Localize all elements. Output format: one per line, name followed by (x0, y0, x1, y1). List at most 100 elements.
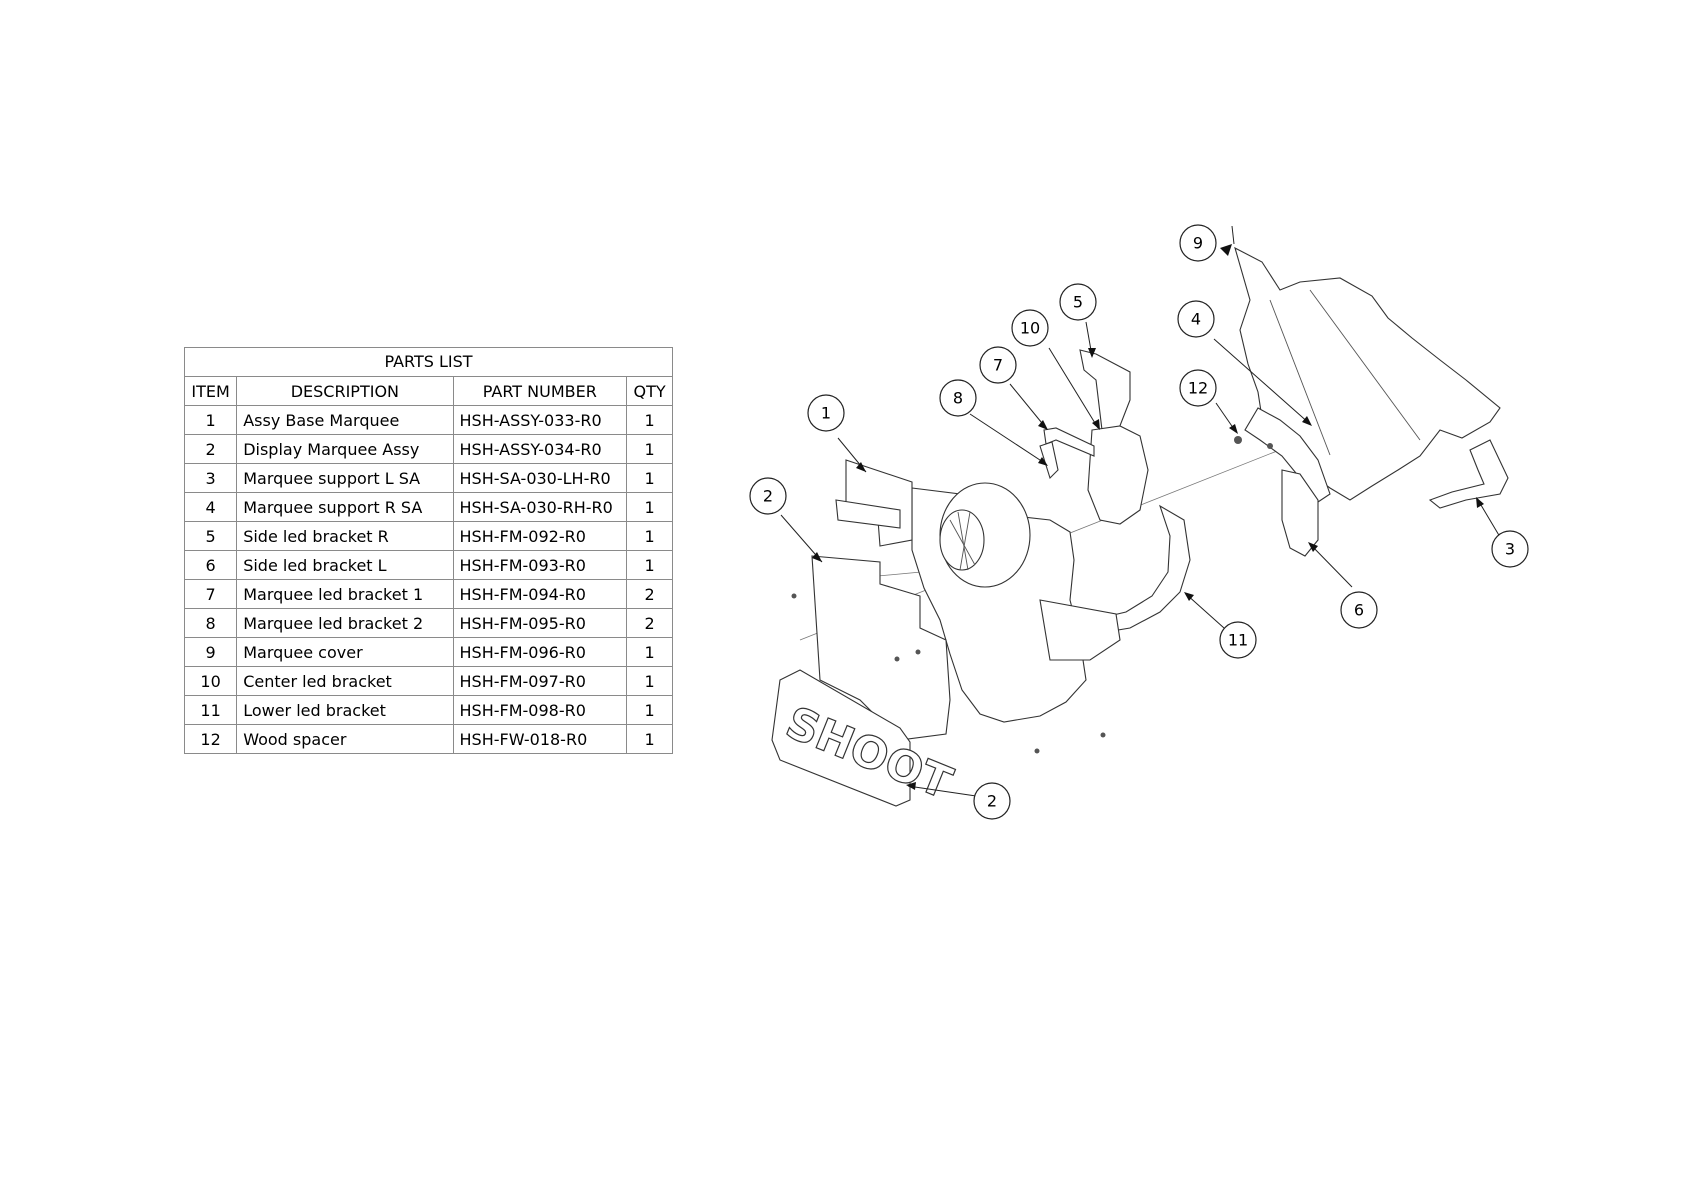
header-description: DESCRIPTION (236, 376, 454, 406)
leader-7-arrow (1038, 420, 1048, 430)
cell-qty: 1 (626, 724, 673, 754)
cell-description: Side led bracket R (236, 521, 454, 551)
leader-2-lower-arrow (906, 782, 916, 790)
balloon-item-11: 11 (1219, 621, 1257, 659)
part-10-center-led-bracket (1087, 425, 1149, 525)
leader-6-arrow (1308, 542, 1318, 552)
parts-list-header-row: ITEM DESCRIPTION PART NUMBER QTY (183, 376, 673, 406)
leader-2-upper-arrow (812, 552, 822, 562)
cell-part-number: HSH-FM-096-R0 (452, 637, 628, 667)
balloon-item-7: 7 (979, 346, 1017, 384)
balloon-item-12: 12 (1179, 369, 1217, 407)
leader-4 (1213, 338, 1311, 425)
leader-10-arrow (1092, 419, 1100, 430)
cell-item: 4 (183, 492, 238, 522)
cell-description: Marquee cover (236, 637, 454, 667)
cell-item: 1 (183, 405, 238, 435)
balloon-item-9: 9 (1179, 224, 1217, 262)
leader-lines (780, 225, 1501, 797)
leader-2-lower (907, 785, 977, 797)
cell-description: Marquee led bracket 2 (236, 608, 454, 638)
leader-8 (969, 413, 1047, 465)
balloon-item-6: 6 (1340, 591, 1378, 629)
cell-part-number: HSH-FM-097-R0 (452, 666, 628, 696)
part-2-display-marquee-front (771, 669, 911, 807)
cell-item: 5 (183, 521, 238, 551)
cell-item: 6 (183, 550, 238, 580)
cell-part-number: HSH-SA-030-LH-R0 (452, 463, 628, 493)
part-12-wood-spacer (1267, 443, 1273, 449)
leader-12-arrow (1229, 424, 1238, 434)
leader-4-arrow (1302, 416, 1312, 426)
cell-part-number: HSH-SA-030-RH-R0 (452, 492, 628, 522)
item-balloons: 1 2 3 4 5 6 7 8 9 10 11 12 2 (749, 224, 1529, 820)
screw (791, 593, 797, 599)
cell-description: Marquee support L SA (236, 463, 454, 493)
balloon-label: 2 (987, 792, 997, 811)
drawing-parts: SHOOT (771, 246, 1509, 810)
leader-11-arrow (1184, 592, 1194, 601)
cell-part-number: HSH-ASSY-033-R0 (452, 405, 628, 435)
cell-part-number: HSH-FM-098-R0 (452, 695, 628, 725)
cell-qty: 2 (626, 579, 673, 609)
screw (894, 656, 900, 662)
header-item: ITEM (183, 376, 238, 406)
cell-description: Center led bracket (236, 666, 454, 696)
balloon-item-2-lower: 2 (973, 782, 1011, 820)
leader-2-upper (780, 514, 823, 563)
header-part-number: PART NUMBER (452, 376, 628, 406)
leader-7 (1009, 383, 1047, 429)
part-12-wood-spacer (1234, 436, 1242, 444)
cell-item: 8 (183, 608, 238, 638)
cell-item: 2 (183, 434, 238, 464)
leader-11 (1185, 593, 1225, 629)
balloon-label: 11 (1228, 631, 1248, 650)
part-2-display-marquee-back (811, 555, 951, 741)
balloon-item-5: 5 (1059, 283, 1097, 321)
balloon-label: 3 (1505, 540, 1515, 559)
screw (915, 649, 921, 655)
leader-1-arrow (856, 462, 866, 472)
balloon-label: 12 (1188, 379, 1208, 398)
cell-description: Lower led bracket (236, 695, 454, 725)
part-8-marquee-led-bracket-2 (1039, 441, 1059, 480)
cell-qty: 1 (626, 521, 673, 551)
leader-10 (1048, 347, 1099, 429)
part-5-side-led-bracket-r (1079, 349, 1131, 437)
part-9-edge-line (1309, 289, 1421, 441)
balloon-label: 2 (763, 487, 773, 506)
leader-8-arrow (1038, 457, 1048, 466)
screw (1034, 748, 1040, 754)
balloon-label: 9 (1193, 234, 1203, 253)
part-1-center-ball-inner (939, 509, 985, 571)
balloon-item-2: 2 (749, 477, 787, 515)
leader-3 (1477, 499, 1501, 538)
balloon-item-8: 8 (939, 379, 977, 417)
leader-9 (1231, 225, 1235, 245)
cell-item: 7 (183, 579, 238, 609)
part-3-marquee-support-l (1428, 439, 1509, 509)
balloon-label: 6 (1354, 601, 1364, 620)
cell-qty: 1 (626, 550, 673, 580)
cell-description: Assy Base Marquee (236, 405, 454, 435)
cell-description: Display Marquee Assy (236, 434, 454, 464)
balloon-label: 5 (1073, 293, 1083, 312)
cell-description: Wood spacer (236, 724, 454, 754)
cell-description: Side led bracket L (236, 550, 454, 580)
leader-9-arrow (1220, 244, 1232, 256)
balloon-item-1: 1 (807, 394, 845, 432)
cell-qty: 1 (626, 405, 673, 435)
balloon-label: 8 (953, 389, 963, 408)
leader-3-arrow (1476, 497, 1484, 508)
parts-list-title: PARTS LIST (184, 347, 673, 376)
cell-qty: 2 (626, 608, 673, 638)
